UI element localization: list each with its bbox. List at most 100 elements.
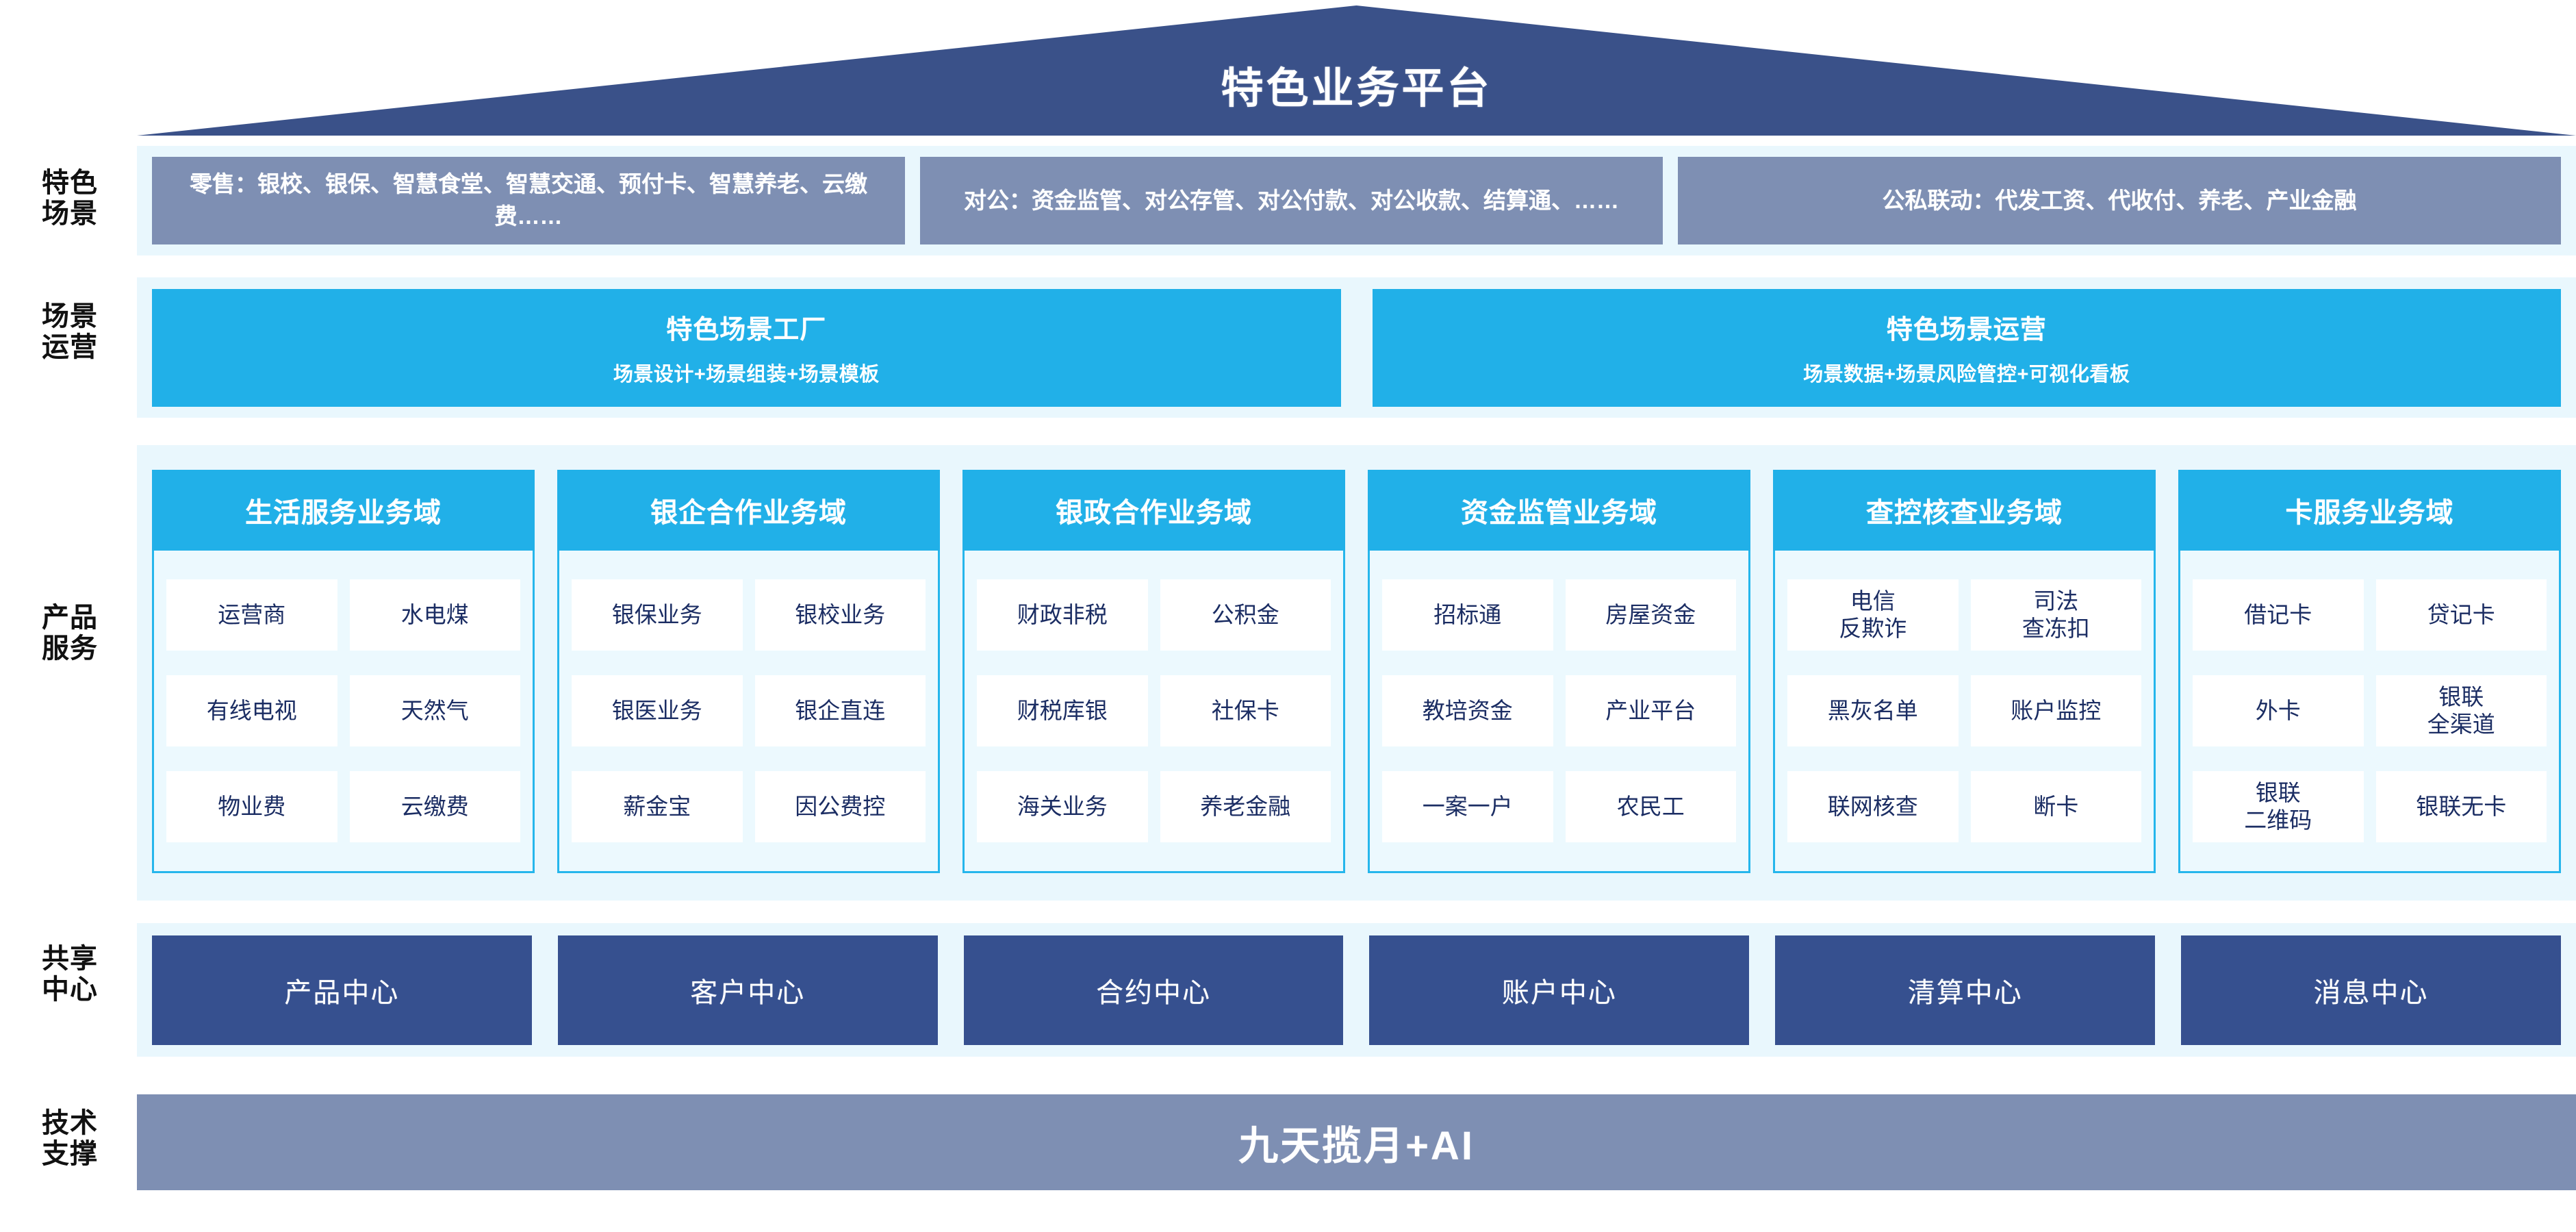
domain-cell[interactable]: 海关业务 [977,771,1148,842]
row-label-rail: 特色 场景 场景 运营 产品 服务 共享 中心 技术 支撑 [0,0,137,1232]
domain-cell[interactable]: 银企直连 [754,675,926,746]
domain-column-card-service: 卡服务业务域 借记卡 贷记卡 外卡 银联 全渠道 银联 二维码 银联无卡 [2178,470,2561,873]
domain-row: 海关业务 养老金融 [977,771,1331,842]
domain-row: 外卡 银联 全渠道 [2193,675,2547,746]
domain-row: 一案一户 农民工 [1382,771,1736,842]
tech-support-row[interactable]: 九天揽月+AI [137,1094,2576,1190]
domain-row: 财税库银 社保卡 [977,675,1331,746]
domain-cell[interactable]: 银保业务 [572,579,743,651]
domain-cell[interactable]: 水电煤 [349,579,520,651]
domain-cell[interactable]: 天然气 [349,675,520,746]
domain-row: 黑灰名单 账户监控 [1787,675,2141,746]
center-box-customer[interactable]: 客户中心 [557,935,938,1045]
domain-column-bank-enterprise: 银企合作业务域 银保业务 银校业务 银医业务 银企直连 薪金宝 因公费控 [557,470,940,873]
page-title: 特色业务平台 [1221,65,1492,112]
domain-body: 招标通 房屋资金 教培资金 产业平台 一案一户 农民工 [1368,551,1750,873]
row-label-scenes: 特色 场景 [42,168,98,229]
domain-cell[interactable]: 运营商 [166,579,337,651]
domain-title: 资金监管业务域 [1368,470,1750,551]
domain-body: 运营商 水电煤 有线电视 天然气 物业费 云缴费 [152,551,535,873]
domain-body: 借记卡 贷记卡 外卡 银联 全渠道 银联 二维码 银联无卡 [2178,551,2561,873]
domain-cell[interactable]: 断卡 [1970,771,2141,842]
row-label-products: 产品 服务 [42,603,98,664]
domain-cell[interactable]: 黑灰名单 [1787,675,1959,746]
domain-title: 卡服务业务域 [2178,470,2561,551]
operation-row: 特色场景工厂 场景设计+场景组装+场景模板 特色场景运营 场景数据+场景风险管控… [137,277,2576,418]
domain-cell[interactable]: 薪金宝 [572,771,743,842]
scene-box-corporate[interactable]: 对公：资金监管、对公存管、对公付款、对公收款、结算通、…… [920,157,1663,244]
domain-cell[interactable]: 云缴费 [349,771,520,842]
domain-row: 薪金宝 因公费控 [572,771,926,842]
domain-cell[interactable]: 银联 二维码 [2193,771,2364,842]
domain-cell[interactable]: 账户监控 [1970,675,2141,746]
domain-cell[interactable]: 因公费控 [754,771,926,842]
domain-cell[interactable]: 银校业务 [754,579,926,651]
domain-row: 电信 反欺诈 司法 查冻扣 [1787,579,2141,651]
domain-cell[interactable]: 银医业务 [572,675,743,746]
center-box-account[interactable]: 账户中心 [1369,935,1750,1045]
domain-column-fund-supervision: 资金监管业务域 招标通 房屋资金 教培资金 产业平台 一案一户 农民工 [1368,470,1750,873]
domain-row: 银联 二维码 银联无卡 [2193,771,2547,842]
domain-title: 查控核查业务域 [1773,470,2156,551]
center-box-clearing[interactable]: 清算中心 [1775,935,2156,1045]
domain-cell[interactable]: 司法 查冻扣 [1970,579,2141,651]
row-label-operations: 场景 运营 [42,301,98,362]
domain-cell[interactable]: 借记卡 [2193,579,2364,651]
domain-cell[interactable]: 教培资金 [1382,675,1553,746]
center-box-contract[interactable]: 合约中心 [963,935,1344,1045]
domain-cell[interactable]: 房屋资金 [1565,579,1736,651]
domain-cell[interactable]: 一案一户 [1382,771,1553,842]
domain-title: 银政合作业务域 [962,470,1345,551]
domain-cell[interactable]: 养老金融 [1160,771,1331,842]
product-service-row: 生活服务业务域 运营商 水电煤 有线电视 天然气 物业费 云缴费 银企合作业务域 [137,445,2576,901]
scene-row: 零售：银校、银保、智慧食堂、智慧交通、预付卡、智慧养老、云缴费…… 对公：资金监… [137,146,2576,255]
domain-title: 生活服务业务域 [152,470,535,551]
domain-body: 银保业务 银校业务 银医业务 银企直连 薪金宝 因公费控 [557,551,940,873]
domain-row: 有线电视 天然气 [166,675,520,746]
domain-row: 运营商 水电煤 [166,579,520,651]
domain-cell[interactable]: 公积金 [1160,579,1331,651]
domain-cell[interactable]: 有线电视 [166,675,337,746]
domain-row: 财政非税 公积金 [977,579,1331,651]
domain-cell[interactable]: 招标通 [1382,579,1553,651]
domain-cell[interactable]: 社保卡 [1160,675,1331,746]
operation-box-scene-operation[interactable]: 特色场景运营 场景数据+场景风险管控+可视化看板 [1372,288,2561,407]
domain-row: 联网核查 断卡 [1787,771,2141,842]
domain-cell[interactable]: 联网核查 [1787,771,1959,842]
operation-title: 特色场景工厂 [666,316,827,344]
row-label-shared-centers: 共享 中心 [42,944,98,1005]
domain-cell[interactable]: 外卡 [2193,675,2364,746]
domain-column-investigation-control: 查控核查业务域 电信 反欺诈 司法 查冻扣 黑灰名单 账户监控 联网核查 断卡 [1773,470,2156,873]
domain-column-life-service: 生活服务业务域 运营商 水电煤 有线电视 天然气 物业费 云缴费 [152,470,535,873]
operation-subtitle: 场景设计+场景组装+场景模板 [613,364,880,386]
domain-cell[interactable]: 物业费 [166,771,337,842]
domain-cell[interactable]: 银联无卡 [2375,771,2547,842]
domain-body: 财政非税 公积金 财税库银 社保卡 海关业务 养老金融 [962,551,1345,873]
center-box-message[interactable]: 消息中心 [2181,935,2561,1045]
domain-cell[interactable]: 贷记卡 [2375,579,2547,651]
operation-box-scene-factory[interactable]: 特色场景工厂 场景设计+场景组装+场景模板 [152,288,1341,407]
domain-row: 银医业务 银企直连 [572,675,926,746]
tech-support-title: 九天揽月+AI [1238,1124,1475,1168]
domain-title: 银企合作业务域 [557,470,940,551]
domain-row: 借记卡 贷记卡 [2193,579,2547,651]
center-box-product[interactable]: 产品中心 [152,935,532,1045]
domain-row: 招标通 房屋资金 [1382,579,1736,651]
operation-subtitle: 场景数据+场景风险管控+可视化看板 [1803,364,2130,386]
domain-column-bank-government: 银政合作业务域 财政非税 公积金 财税库银 社保卡 海关业务 养老金融 [962,470,1345,873]
domain-cell[interactable]: 财政非税 [977,579,1148,651]
domain-cell[interactable]: 财税库银 [977,675,1148,746]
domain-cell[interactable]: 银联 全渠道 [2375,675,2547,746]
domain-row: 教培资金 产业平台 [1382,675,1736,746]
domain-body: 电信 反欺诈 司法 查冻扣 黑灰名单 账户监控 联网核查 断卡 [1773,551,2156,873]
domain-cell[interactable]: 电信 反欺诈 [1787,579,1959,651]
scene-box-linkage[interactable]: 公私联动：代发工资、代收付、养老、产业金融 [1678,157,2561,244]
scene-box-retail[interactable]: 零售：银校、银保、智慧食堂、智慧交通、预付卡、智慧养老、云缴费…… [152,157,905,244]
platform-roof: 特色业务平台 [137,5,2576,136]
domain-row: 物业费 云缴费 [166,771,520,842]
domain-cell[interactable]: 产业平台 [1565,675,1736,746]
domain-row: 银保业务 银校业务 [572,579,926,651]
shared-center-row: 产品中心 客户中心 合约中心 账户中心 清算中心 消息中心 [137,923,2576,1057]
domain-cell[interactable]: 农民工 [1565,771,1736,842]
